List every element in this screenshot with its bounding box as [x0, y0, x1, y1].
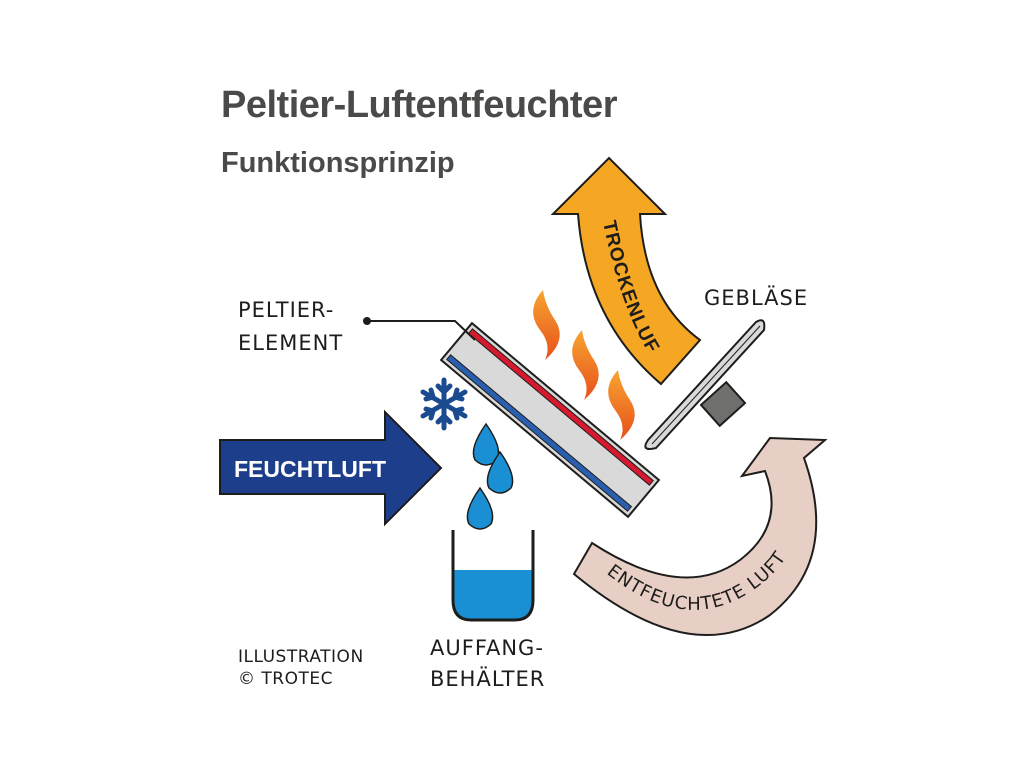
- peltier-element: [439, 321, 661, 519]
- page-subtitle: Funktionsprinzip: [221, 147, 455, 179]
- trockenluft-arrow: TROCKENLUFT: [0, 0, 702, 386]
- illustration-credit: ILLUSTRATION © TROTEC: [238, 646, 364, 690]
- peltier-element-label: PELTIER- ELEMENT: [238, 296, 343, 357]
- credit-line2: © TROTEC: [238, 669, 333, 689]
- fan-icon: [644, 319, 766, 450]
- snowflake-icon: [420, 377, 468, 431]
- water-drop-icon: [466, 422, 514, 530]
- geblaese-label: GEBLÄSE: [704, 286, 809, 310]
- credit-line1: ILLUSTRATION: [238, 647, 364, 667]
- auffang-label-line2: BEHÄLTER: [430, 667, 546, 691]
- collection-container: [451, 530, 535, 622]
- feuchtluft-arrow: FEUCHTLUFT: [219, 409, 443, 527]
- heat-flame-icon: [533, 290, 635, 440]
- auffang-label: AUFFANG- BEHÄLTER: [430, 634, 545, 693]
- peltier-label-line2: ELEMENT: [238, 331, 344, 355]
- peltier-label-line1: PELTIER-: [238, 298, 335, 322]
- auffang-label-line1: AUFFANG-: [430, 636, 544, 660]
- page-title: Peltier-Luftentfeuchter: [221, 84, 617, 126]
- peltier-pointer: [363, 317, 476, 341]
- feuchtluft-label: FEUCHTLUFT: [234, 456, 386, 482]
